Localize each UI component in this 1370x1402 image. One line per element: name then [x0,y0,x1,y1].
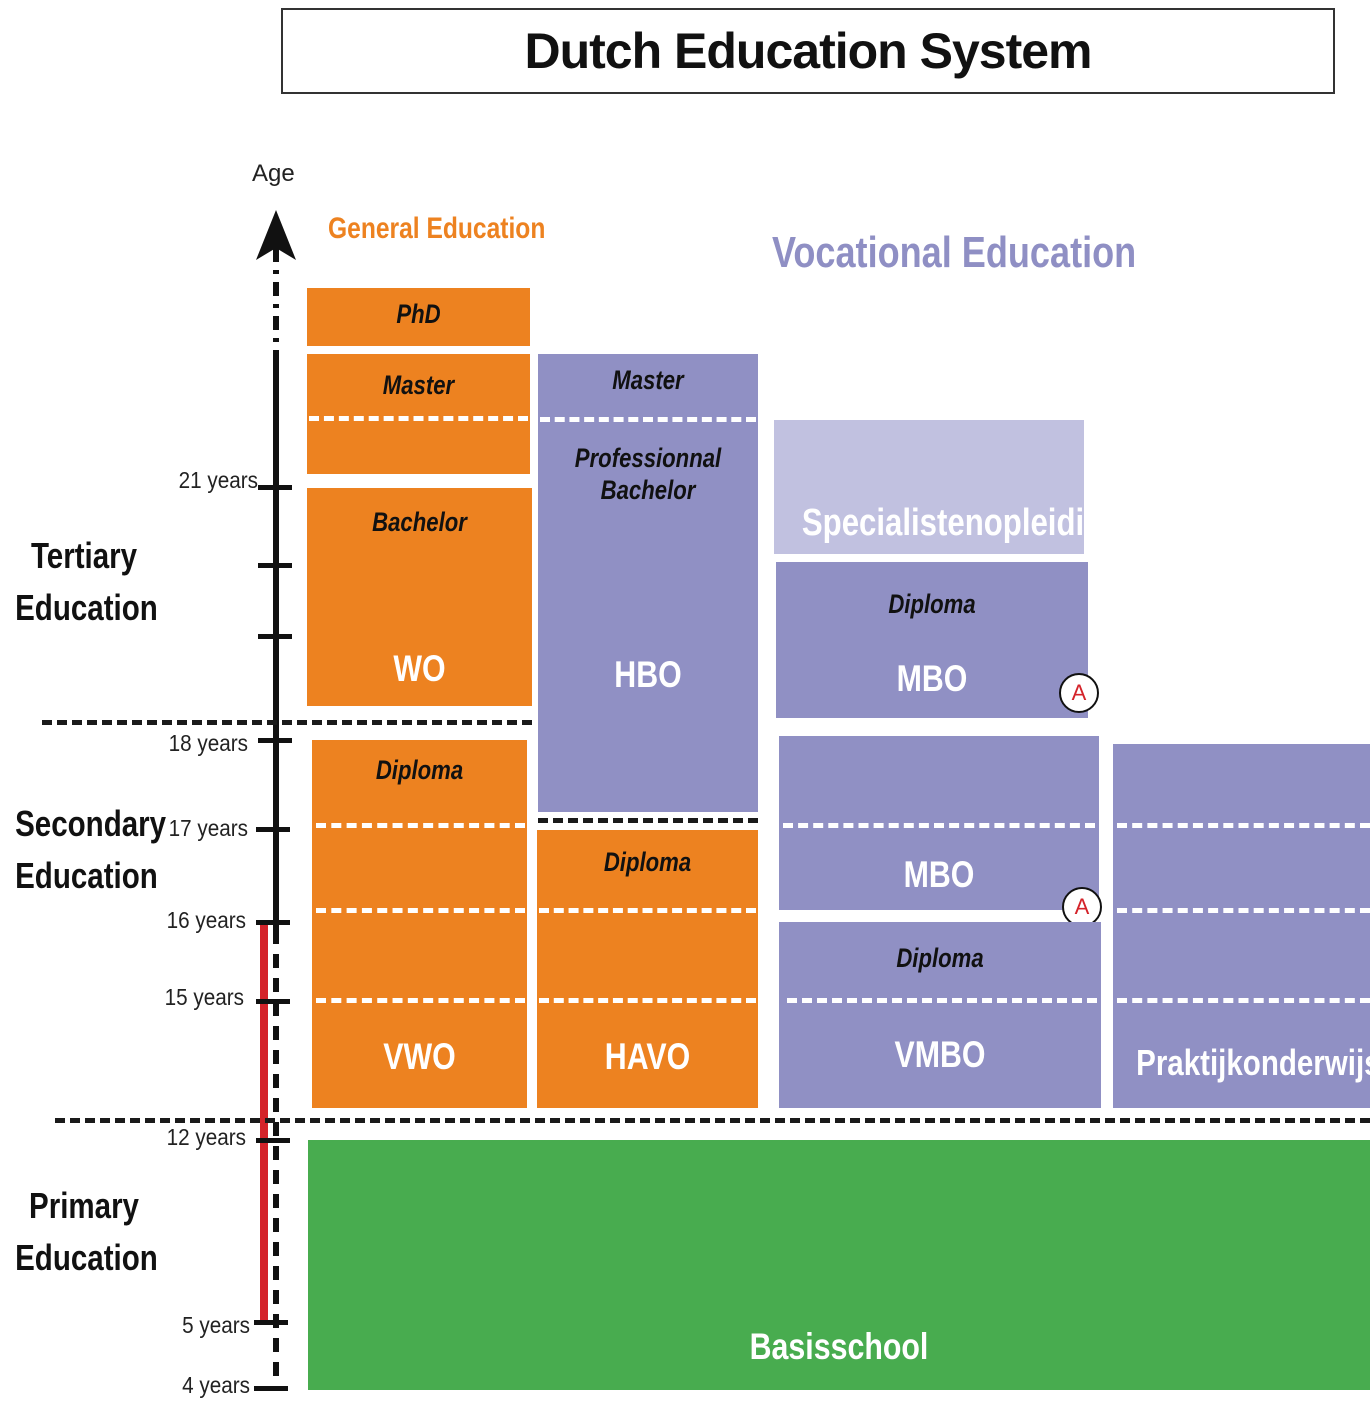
age-label-5: 5 years [182,1312,250,1338]
tick-21 [258,485,292,490]
block-vmbo: Diploma VMBO [779,922,1101,1108]
block-specialistenopleiding: Specialistenopleiding [774,420,1123,554]
vocational-education-heading: Vocational Education [772,228,1137,277]
vmbo-label: VMBO [894,1034,986,1075]
block-havo: Diploma HAVO [537,830,758,1108]
hbo-master-divider [540,417,756,422]
tick-18 [258,738,292,743]
vmbo-divider [787,998,1097,1003]
diagram-title: Dutch Education System [281,8,1335,94]
wo-label: WO [393,648,446,689]
basisschool-label: Basisschool [749,1326,929,1367]
vwo-divider-17 [316,823,525,828]
specialistenopleiding-label: Specialistenopleiding [801,502,1123,544]
age-label-12: 12 years [166,1124,246,1150]
havo-label: HAVO [604,1036,691,1077]
mbo-middle-divider [783,823,1095,828]
hbo-havo-boundary [538,818,758,823]
vwo-divider-16 [316,908,525,913]
praktijkonderwijs-label: Praktijkonderwijs [1136,1042,1370,1083]
age-axis-label: Age [252,160,295,187]
mbo-upper-label: MBO [896,658,968,699]
tertiary-secondary-boundary [42,720,532,725]
section-tertiary: Tertiary Education [15,530,158,634]
tick-12 [256,1138,290,1143]
tick-4 [254,1386,288,1391]
block-wo-master: Master [307,354,530,474]
phd-label: PhD [396,299,441,329]
tick-16 [256,920,290,925]
hbo-bachelor-label: Professionnal Bachelor [558,442,738,507]
block-phd: PhD [307,288,530,346]
praktijk-divider-15 [1117,998,1370,1003]
vwo-divider-15 [316,998,525,1003]
tick-15 [256,999,290,1004]
section-tertiary-line2: Education [15,587,158,628]
mbo-middle-label: MBO [903,854,975,895]
age-label-16: 16 years [166,907,246,933]
section-tertiary-line1: Tertiary [30,535,138,576]
general-education-heading: General Education [328,212,546,245]
block-wo-bachelor: Bachelor WO [307,488,532,706]
vmbo-diploma-label: Diploma [896,943,984,973]
block-basisschool: Basisschool [308,1140,1370,1390]
havo-divider-15 [539,998,756,1003]
block-mbo-upper: Diploma MBO [776,562,1088,718]
age-label-21: 21 years [178,467,258,493]
block-vwo: Diploma VWO [312,740,527,1108]
section-primary: Primary Education [15,1180,158,1284]
section-secondary: Secondary Education [15,798,167,902]
tick-5 [254,1320,288,1325]
praktijk-divider-17 [1117,823,1370,828]
havo-diploma-label: Diploma [603,847,692,877]
havo-divider-16 [539,908,756,913]
arrowhead-icon [256,210,296,260]
age-label-4: 4 years [182,1372,250,1398]
section-primary-line1: Primary [29,1185,139,1226]
block-praktijkonderwijs: Praktijkonderwijs [1113,744,1370,1108]
tick-19 [258,634,292,639]
section-secondary-line1: Secondary [15,803,167,844]
wo-bachelor-label: Bachelor [372,507,467,537]
block-mbo-middle: MBO [779,736,1099,910]
praktijk-divider-16 [1117,908,1370,913]
tick-20 [258,563,292,568]
secondary-primary-boundary [55,1118,1370,1123]
wo-master-label: Master [382,370,455,400]
tick-17 [256,827,290,832]
vwo-diploma-label: Diploma [375,755,464,785]
hbo-bachelor-line2: Bachelor [600,475,696,506]
age-label-15: 15 years [164,984,244,1010]
section-primary-line2: Education [15,1237,158,1278]
age-label-18: 18 years [168,730,248,756]
access-marker-lower: A [1062,887,1102,927]
hbo-master-label: Master [612,365,684,395]
hbo-bachelor-line1: Professionnal [574,443,722,473]
section-secondary-line2: Education [15,855,158,896]
vwo-label: VWO [383,1036,456,1077]
age-label-17: 17 years [168,815,248,841]
wo-master-divider [309,416,528,421]
block-hbo: Master Professionnal Bachelor HBO [538,354,758,812]
hbo-label: HBO [614,654,682,695]
mbo-upper-diploma-label: Diploma [888,589,976,619]
access-marker-upper: A [1059,673,1099,713]
